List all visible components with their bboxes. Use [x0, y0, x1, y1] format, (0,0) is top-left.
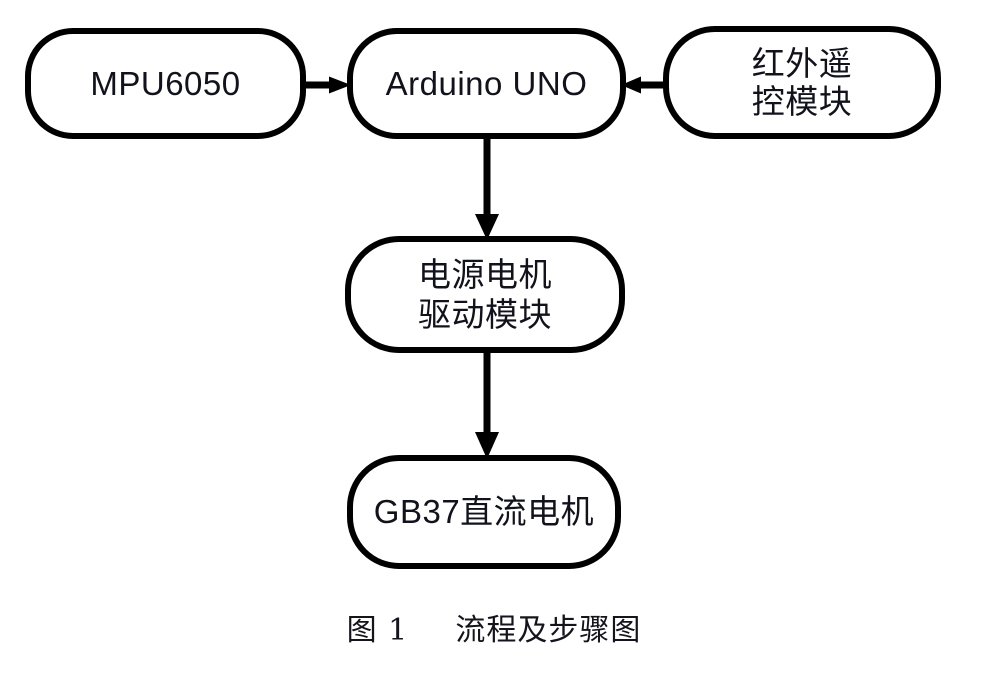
- node-power-motor-driver-module-label-line-1: 电源电机: [418, 255, 552, 293]
- node-mpu6050-label-line-1: MPU6050: [90, 64, 241, 102]
- figure-caption-title: 流程及步骤图: [455, 613, 642, 648]
- node-gb37-dc-motor-label-line-1: GB37直流电机: [373, 493, 595, 531]
- arrow-motor-driver-to-dc-motor-icon: [475, 350, 499, 459]
- figure-caption: 图 1 流程及步骤图: [0, 605, 988, 649]
- node-mpu6050[interactable]: MPU6050: [25, 28, 306, 139]
- node-ir-remote-module[interactable]: 红外遥 控模块: [663, 26, 941, 139]
- node-arduino-uno[interactable]: Arduino UNO: [347, 28, 626, 139]
- node-gb37-dc-motor[interactable]: GB37直流电机: [347, 455, 621, 569]
- figure-caption-label: 图 1: [346, 613, 409, 648]
- node-arduino-uno-label-line-1: Arduino UNO: [385, 64, 588, 102]
- arrow-mpu6050-to-arduino-icon: [303, 76, 351, 94]
- node-power-motor-driver-module[interactable]: 电源电机 驱动模块: [345, 236, 625, 353]
- node-ir-remote-module-label-line-1: 红外遥: [751, 44, 853, 82]
- node-power-motor-driver-module-label-line-2: 驱动模块: [418, 295, 552, 333]
- node-ir-remote-module-label-line-2: 控模块: [751, 82, 853, 120]
- arrow-arduino-to-motor-driver-icon: [475, 136, 499, 240]
- arrow-ir-module-to-arduino-icon: [621, 76, 667, 94]
